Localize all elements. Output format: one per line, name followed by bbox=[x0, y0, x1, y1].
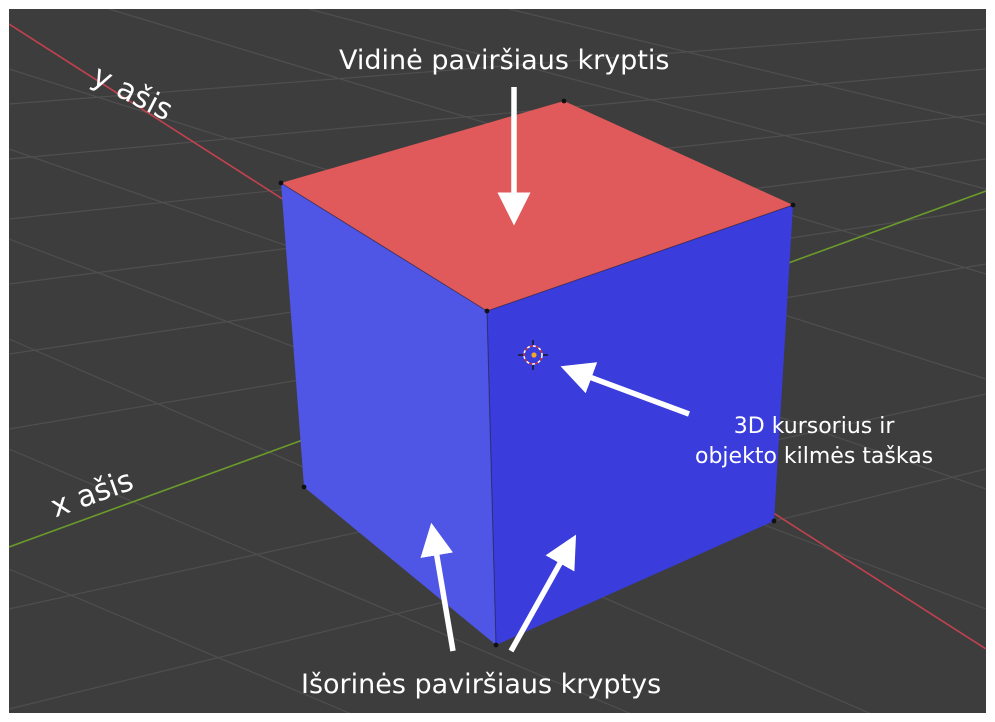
arrow-to-cursor bbox=[560, 362, 690, 417]
arrow-to-right-face bbox=[508, 534, 577, 653]
object-origin-icon bbox=[531, 352, 537, 358]
inward-normal-label: Vidinė paviršiaus kryptis bbox=[339, 45, 670, 76]
3d-viewport[interactable]: Vidinė paviršiaus kryptis Išorinės pavir… bbox=[9, 9, 986, 713]
cube[interactable] bbox=[278, 98, 796, 648]
cube-face-top bbox=[281, 101, 793, 311]
outward-normal-label: Išorinės paviršiaus kryptys bbox=[301, 669, 662, 700]
annotation-arrows bbox=[420, 87, 690, 653]
cursor-label-line1: 3D kursorius ir bbox=[733, 414, 895, 439]
cube-vertices bbox=[278, 98, 796, 648]
scene-canvas bbox=[9, 9, 986, 713]
3d-cursor-icon[interactable] bbox=[518, 340, 548, 370]
arrow-to-left-face bbox=[420, 522, 456, 652]
cursor-label-line2: objekto kilmės taškas bbox=[695, 443, 934, 469]
cursor-origin-label: 3D kursorius ir objekto kilmės taškas bbox=[695, 412, 933, 471]
